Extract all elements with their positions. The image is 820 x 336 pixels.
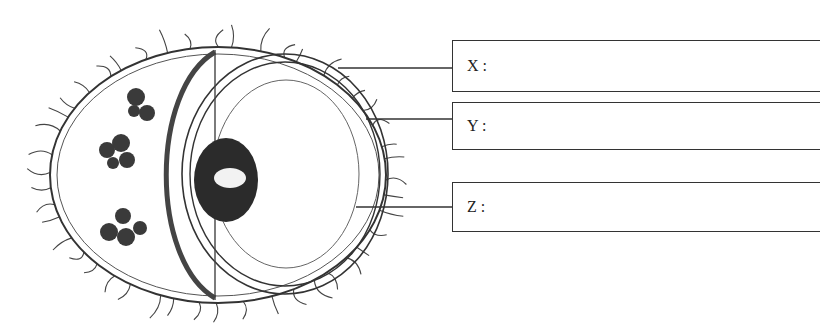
zona-outer-line: [182, 54, 388, 294]
corona-hair: [194, 302, 201, 320]
corona-hair: [84, 264, 97, 273]
corona-hair: [373, 120, 390, 126]
corona-hair: [168, 299, 174, 316]
corona-hair: [159, 30, 167, 53]
corona-hair: [49, 108, 69, 117]
corona-hair: [386, 178, 407, 185]
leader-line: [356, 206, 452, 207]
leader-line: [338, 67, 452, 68]
outer-layer-inner-line: [57, 54, 379, 296]
corona-hair: [60, 98, 75, 109]
corona-hair: [37, 204, 55, 212]
nucleus: [194, 138, 258, 222]
corona-hair: [272, 296, 279, 314]
label-box: Z :: [452, 182, 820, 232]
corona-hair: [216, 30, 224, 47]
label-letter: Y :: [453, 117, 486, 135]
corona-hair: [346, 258, 361, 275]
corona-hair: [42, 217, 59, 222]
corona-hair: [118, 284, 130, 299]
label-box: X :: [452, 40, 820, 92]
corona-hair: [243, 302, 247, 320]
corona-hair: [105, 276, 115, 292]
corona-hair: [69, 252, 84, 259]
corona-hair: [185, 34, 191, 49]
corona-hair: [214, 303, 218, 322]
corona-hair: [31, 188, 50, 191]
nucleolus: [214, 168, 246, 188]
corona-hair: [135, 48, 147, 60]
corona-hair: [53, 238, 72, 250]
corona-hair: [370, 230, 387, 236]
label-letter: Z :: [453, 198, 485, 216]
corona-hair: [232, 25, 234, 48]
corona-hair: [29, 151, 52, 155]
corona-hair: [284, 45, 295, 58]
corona-hair: [35, 124, 60, 131]
polar-bodies: [99, 88, 155, 246]
label-letter: X :: [453, 57, 487, 75]
label-box: Y :: [452, 102, 820, 150]
zona-inner-line: [190, 62, 380, 286]
corona-hair: [96, 66, 110, 77]
corona-hair: [150, 295, 161, 318]
corona-hair: [261, 28, 270, 51]
corona-hair: [110, 56, 121, 71]
corona-hair: [74, 82, 89, 93]
corona-projections: [27, 25, 406, 322]
corona-hair: [27, 169, 50, 175]
cell-membrane: [213, 80, 359, 268]
corona-hair: [337, 76, 349, 85]
leader-line: [366, 118, 452, 119]
